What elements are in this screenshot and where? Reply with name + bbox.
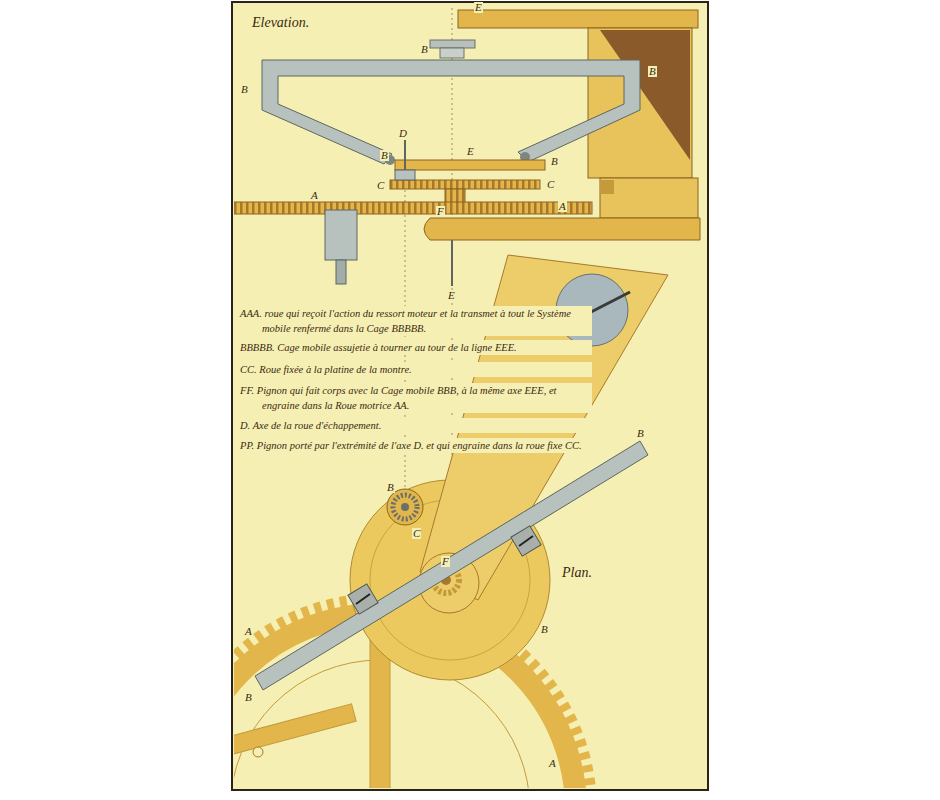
part-letter: F xyxy=(436,206,445,217)
part-letter: E xyxy=(474,2,483,13)
legend-note: PP. Pignon porté par l'extrémité de l'ax… xyxy=(240,438,592,453)
part-letter: F xyxy=(441,556,450,567)
part-letter: B xyxy=(550,156,559,167)
part-letter: B xyxy=(420,44,429,55)
part-letter: B xyxy=(648,66,657,77)
part-letter: E xyxy=(447,290,456,301)
part-letter: B xyxy=(636,428,645,439)
part-letter: C xyxy=(412,528,421,539)
view-title: Plan. xyxy=(562,566,592,580)
part-letter: A xyxy=(310,190,319,201)
part-letter: B xyxy=(240,84,249,95)
part-letter: B xyxy=(244,692,253,703)
part-letter: C xyxy=(376,180,385,191)
legend-note: FF. Pignon qui fait corps avec la Cage m… xyxy=(240,383,592,413)
view-title: Elevation. xyxy=(252,16,309,30)
legend-note: D. Axe de la roue d'échappement. xyxy=(240,418,592,433)
part-letter: B xyxy=(380,150,389,161)
part-letter: A xyxy=(244,626,253,637)
part-letter: B xyxy=(540,624,549,635)
legend-note: AAA. roue qui reçoit l'action du ressort… xyxy=(240,306,592,336)
part-letter: A xyxy=(548,758,557,769)
legend-note: CC. Roue fixée à la platine de la montre… xyxy=(240,362,592,377)
part-letter: C xyxy=(546,179,555,190)
part-letter: E xyxy=(466,146,475,157)
part-letter: B xyxy=(386,482,395,493)
legend-note: BBBBB. Cage mobile assujetie à tourner a… xyxy=(240,340,592,355)
part-letter: A xyxy=(558,201,567,212)
part-letter: D xyxy=(398,128,408,139)
